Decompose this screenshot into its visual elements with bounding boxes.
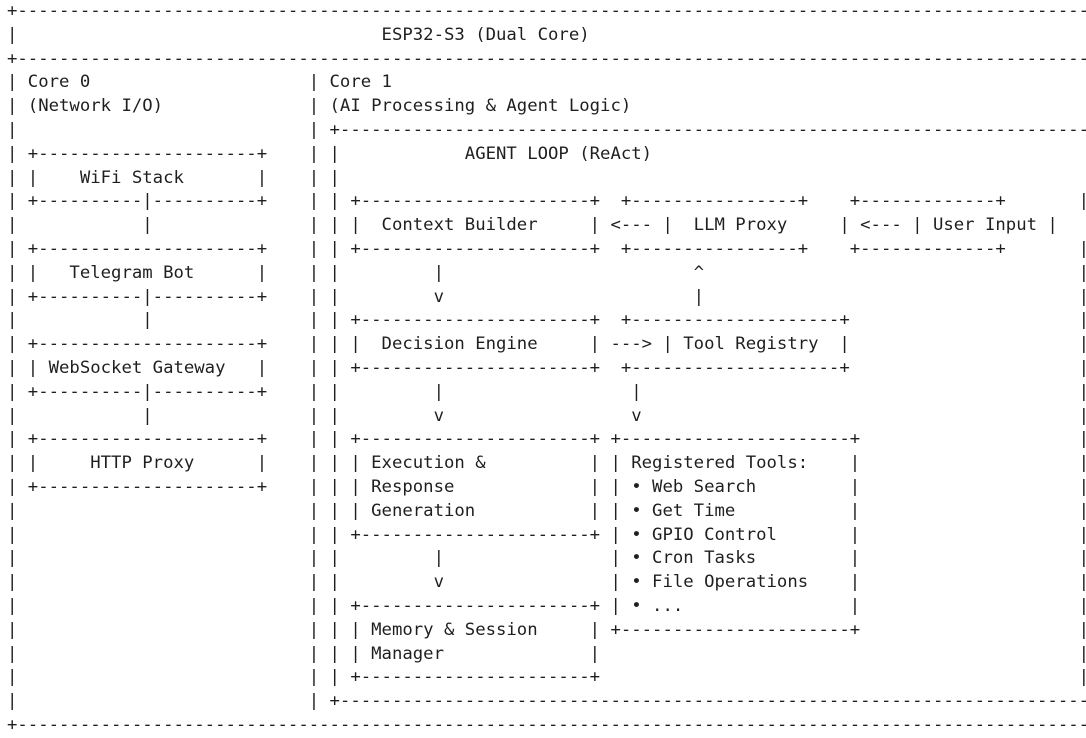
diagram-line: | | | | | • Cron Tasks | | |: [7, 548, 1086, 569]
diagram-line: | | | +----------------------+ | • GPIO …: [7, 524, 1086, 545]
diagram-line: | ESP32-S3 (Dual Core) |: [7, 24, 1086, 45]
diagram-line: | | | | | Context Builder | <--- | LLM P…: [7, 215, 1086, 236]
diagram-line: +---------------------------------------…: [7, 1, 1086, 21]
diagram-line: | | HTTP Proxy | | | | Execution & | | R…: [7, 453, 1086, 474]
diagram-line: | Core 0 | Core 1 |: [7, 72, 1086, 93]
diagram-line: | | | | +----------------------+ +------…: [7, 310, 1086, 331]
diagram-line: +---------------------------------------…: [7, 48, 1086, 69]
diagram-line: | | WebSocket Gateway | | | +-----------…: [7, 357, 1086, 378]
diagram-line: | | | v | • File Operations | | |: [7, 572, 1086, 593]
diagram-line: | +----------|----------+ | | | | | |: [7, 381, 1086, 402]
diagram-line: | | | | Memory & Session | +------------…: [7, 619, 1086, 640]
diagram-line: | (Network I/O) | (AI Processing & Agent…: [7, 96, 1086, 117]
diagram-line: | | | | Generation | | • Get Time | | |: [7, 500, 1086, 521]
diagram-line: | +----------|----------+ | | v | | |: [7, 286, 1086, 307]
diagram-line: | | Telegram Bot | | | | ^ | |: [7, 262, 1086, 283]
diagram-line: | +----------|----------+ | | +---------…: [7, 191, 1086, 212]
diagram-line: | | | +----------------------+ | |: [7, 667, 1086, 688]
diagram-line: | +---------------------+ | | | Response…: [7, 476, 1086, 497]
diagram-line: | +---------------------+ | | | Decision…: [7, 334, 1086, 355]
diagram-line: | | +-----------------------------------…: [7, 119, 1086, 140]
esp32-architecture-ascii-diagram: +---------------------------------------…: [7, 0, 1086, 738]
diagram-line: | | | | Manager | | |: [7, 643, 1086, 664]
diagram-line: | +---------------------+ | | AGENT LOOP…: [7, 143, 1086, 164]
diagram-line: | | +-----------------------------------…: [7, 691, 1086, 712]
diagram-line: | | | +----------------------+ | • ... |…: [7, 595, 1086, 616]
diagram-line: | | | | v v | |: [7, 405, 1086, 426]
diagram-line: | +---------------------+ | | +---------…: [7, 238, 1086, 259]
diagram-line: +---------------------------------------…: [7, 714, 1086, 735]
diagram-line: | +---------------------+ | | +---------…: [7, 429, 1086, 450]
diagram-line: | | WiFi Stack | | | | |: [7, 167, 1086, 188]
